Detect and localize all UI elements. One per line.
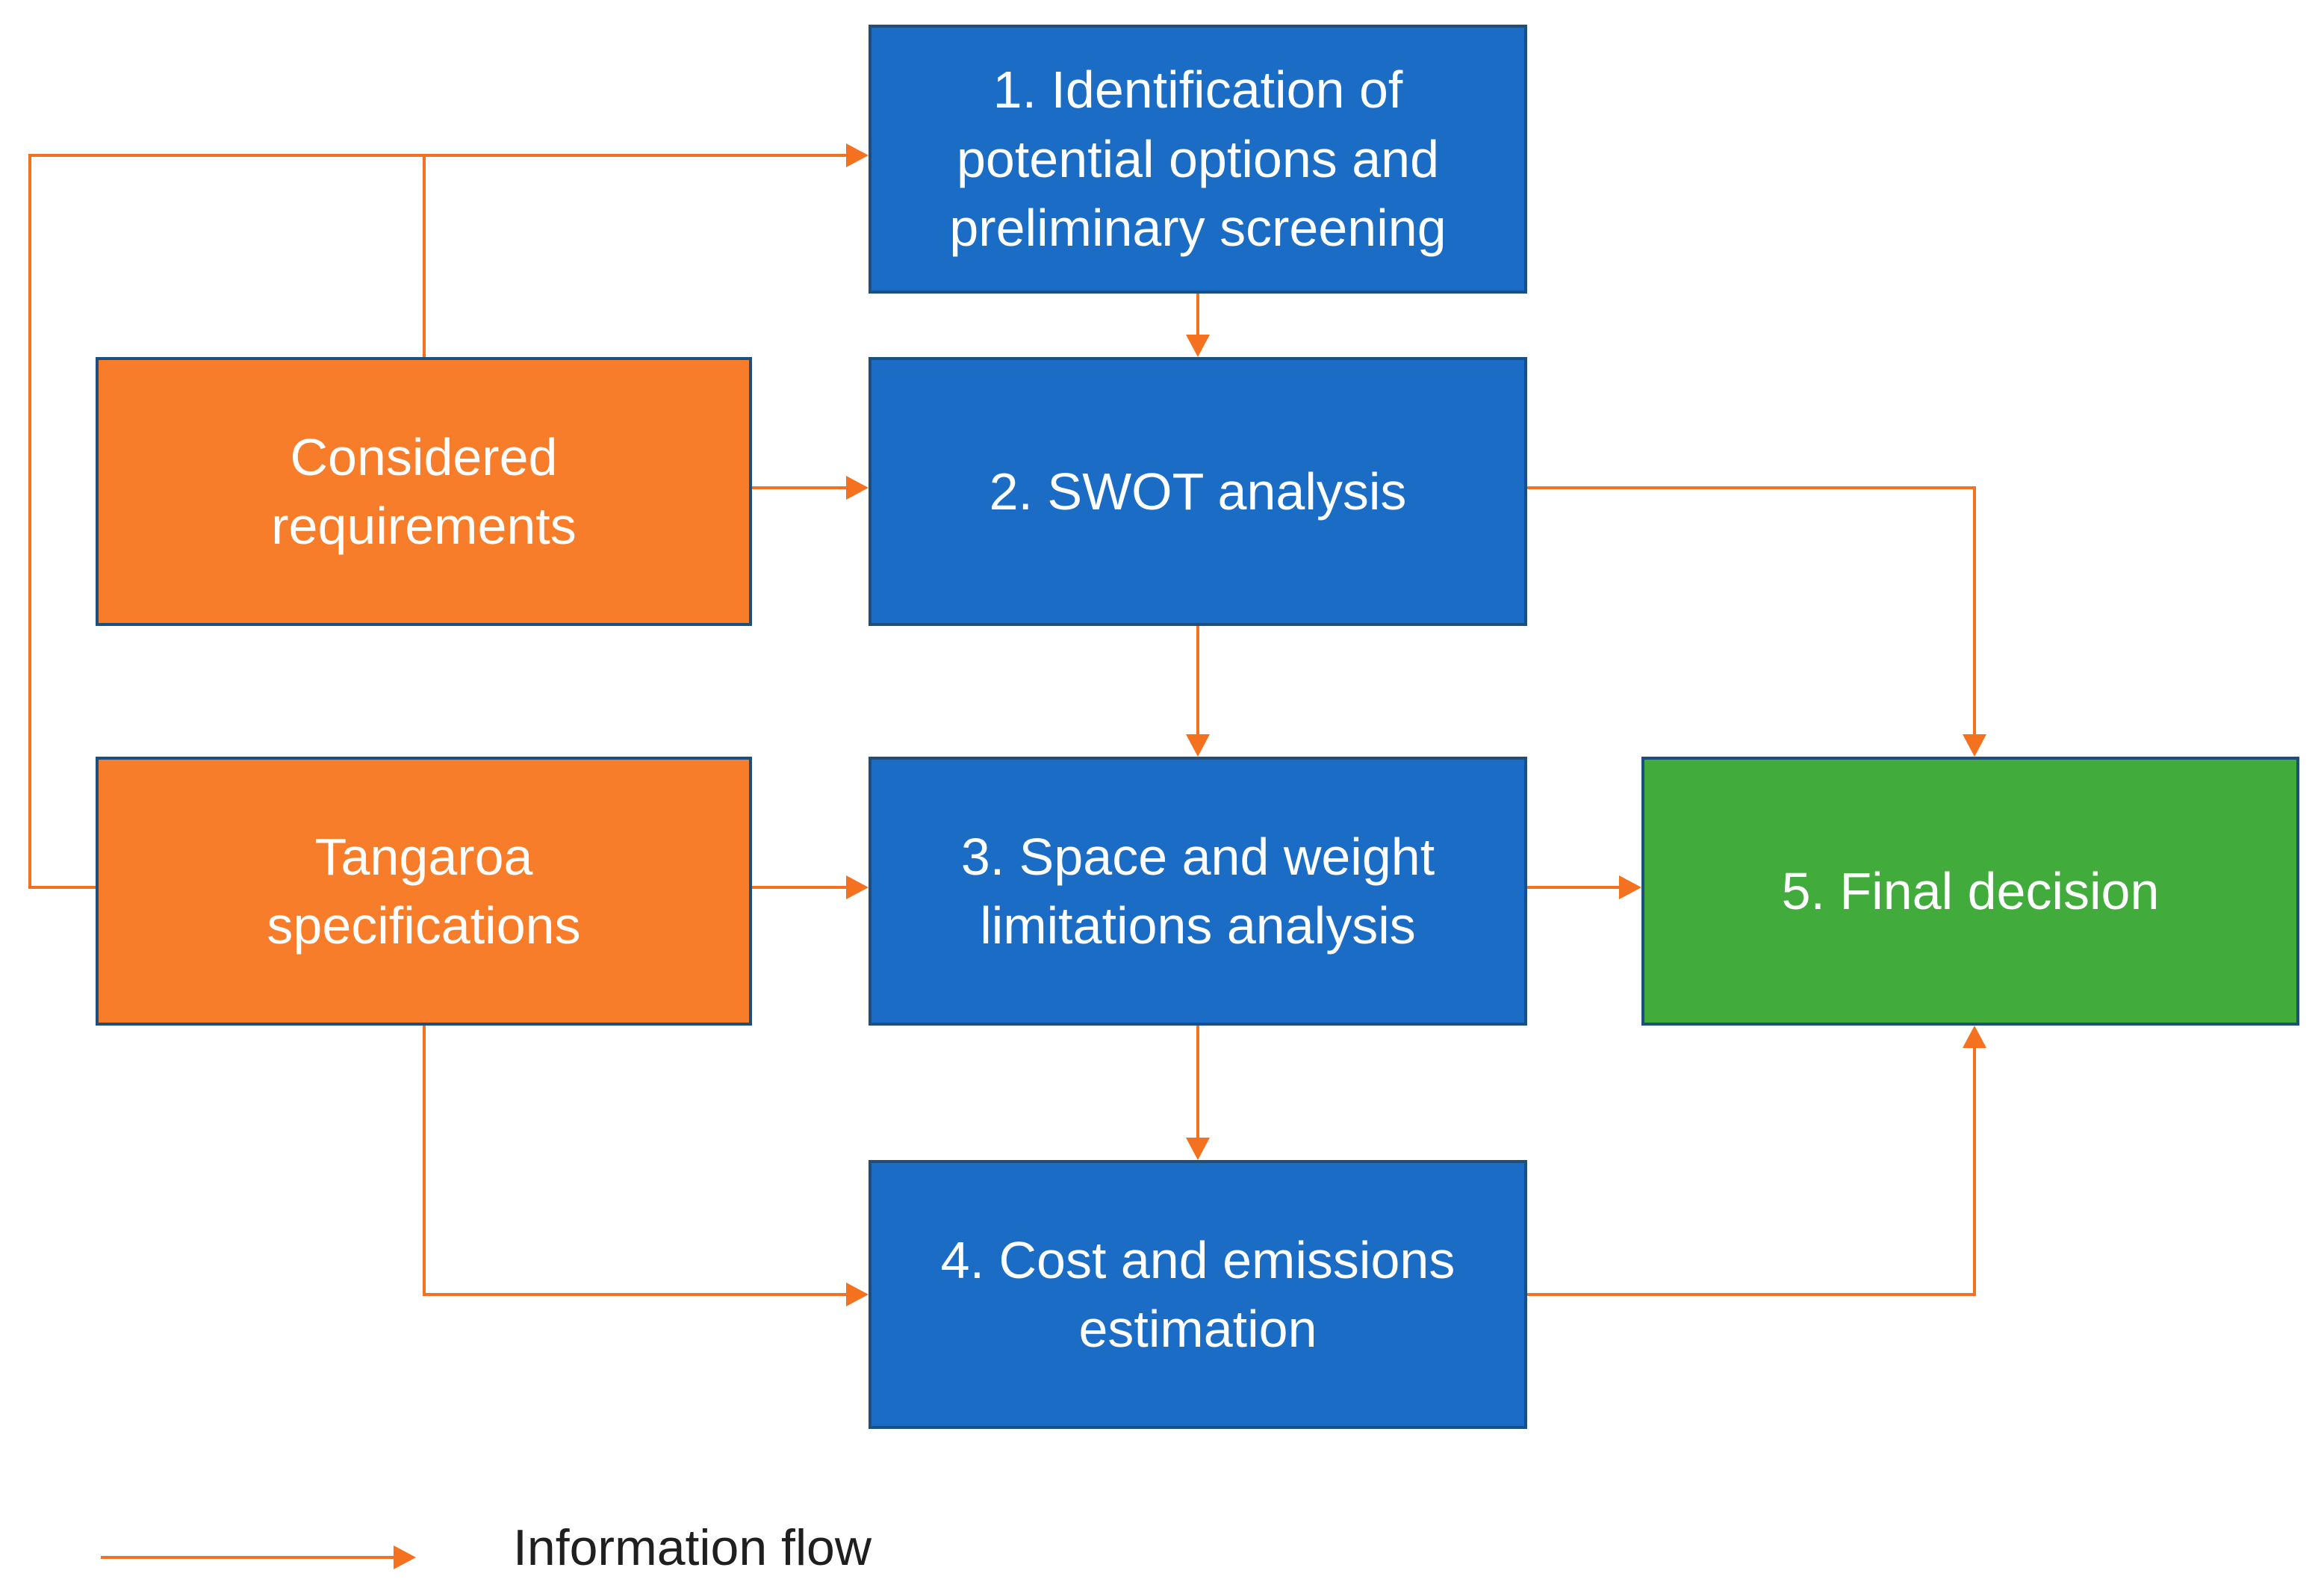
- node-considered-requirements: Considered requirements: [96, 357, 752, 626]
- node-identification-label: 1. Identification of potential options a…: [949, 61, 1447, 258]
- edge-tangaroa-to-identification-horizontal: [28, 154, 846, 157]
- node-cost-emissions-estimation-label: 4. Cost and emissions estimation: [940, 1230, 1455, 1358]
- node-identification: 1. Identification of potential options a…: [869, 25, 1527, 294]
- edge-space-to-final: [1527, 886, 1619, 889]
- arrowhead-into-space-top-icon: [1186, 734, 1210, 757]
- edge-tangaroa-to-identification-stub: [30, 886, 96, 889]
- edge-considered-to-swot: [752, 486, 846, 489]
- edge-tangaroa-to-space: [752, 886, 846, 889]
- node-final-decision-label: 5. Final decision: [1781, 861, 2160, 920]
- edge-tangaroa-to-cost-vertical: [423, 1026, 426, 1296]
- arrowhead-into-final-bottom-icon: [1963, 1026, 1986, 1048]
- arrowhead-into-final-top-icon: [1963, 734, 1986, 757]
- node-cost-emissions-estimation: 4. Cost and emissions estimation: [869, 1160, 1527, 1429]
- arrowhead-into-cost-left-icon: [846, 1283, 869, 1306]
- node-tangaroa-specifications-label: Tangaroa specifications: [267, 827, 581, 955]
- edge-space-to-cost: [1196, 1026, 1199, 1138]
- edge-cost-to-final-horizontal: [1527, 1293, 1976, 1296]
- arrowhead-into-cost-top-icon: [1186, 1138, 1210, 1160]
- arrowhead-into-swot-top-icon: [1186, 335, 1210, 357]
- edge-swot-to-space: [1196, 626, 1199, 734]
- edge-tangaroa-to-identification-vertical: [28, 154, 31, 889]
- edge-tangaroa-to-cost-horizontal: [423, 1293, 846, 1296]
- arrowhead-into-space-left-icon: [846, 875, 869, 899]
- node-space-weight-analysis-label: 3. Space and weight limitations analysis: [960, 827, 1435, 955]
- edge-swot-to-final-vertical: [1973, 486, 1976, 736]
- node-tangaroa-specifications: Tangaroa specifications: [96, 757, 752, 1026]
- legend-arrowhead-icon: [394, 1545, 416, 1569]
- edge-considered-to-identification-vertical: [423, 155, 426, 357]
- legend-arrow-line: [101, 1556, 394, 1559]
- edge-identification-to-swot: [1196, 294, 1199, 335]
- node-considered-requirements-label: Considered requirements: [271, 427, 577, 555]
- node-space-weight-analysis: 3. Space and weight limitations analysis: [869, 757, 1527, 1026]
- arrowhead-into-swot-left-icon: [846, 476, 869, 500]
- legend-label: Information flow: [513, 1519, 872, 1576]
- node-final-decision: 5. Final decision: [1641, 757, 2299, 1026]
- arrowhead-into-identification-icon: [846, 143, 869, 167]
- edge-swot-to-final-horizontal: [1527, 486, 1976, 489]
- node-swot-analysis: 2. SWOT analysis: [869, 357, 1527, 626]
- edge-cost-to-final-vertical: [1973, 1048, 1976, 1296]
- arrowhead-into-final-left-icon: [1619, 875, 1641, 899]
- node-swot-analysis-label: 2. SWOT analysis: [989, 462, 1407, 521]
